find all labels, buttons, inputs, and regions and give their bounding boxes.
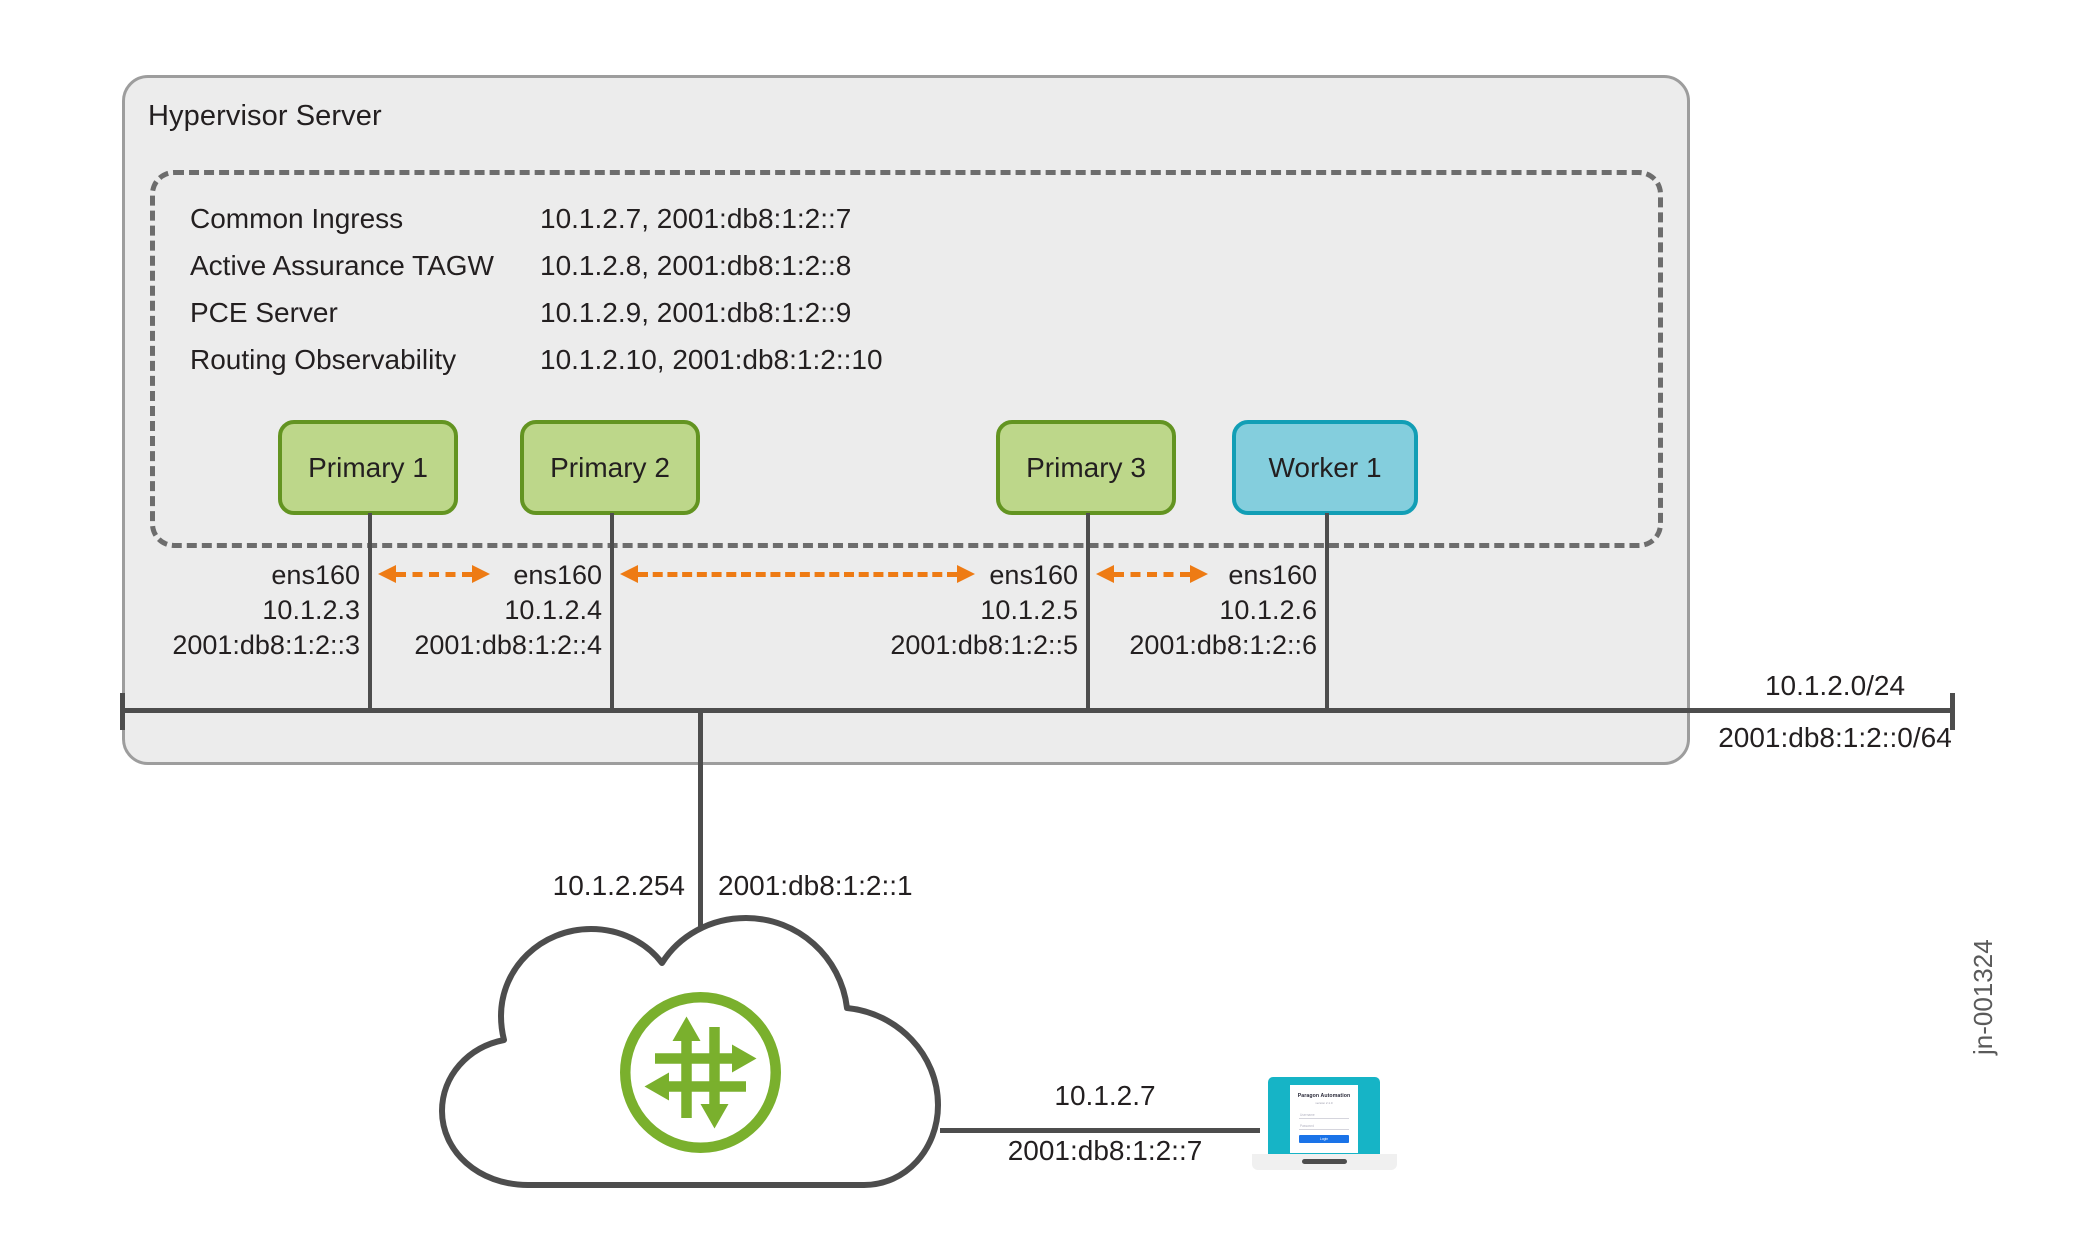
username-field[interactable]: Username [1299,1112,1349,1119]
table-row: Common Ingress 10.1.2.7, 2001:db8:1:2::7 [190,195,883,242]
node-primary-2[interactable]: Primary 2 [520,420,700,515]
interface-name: ens160 [1228,560,1317,590]
stem-primary-1 [368,513,372,710]
service-address: 10.1.2.8, 2001:db8:1:2::8 [540,249,852,281]
interface-primary-3: ens160 10.1.2.5 2001:db8:1:2::5 [746,558,1078,663]
service-name: Active Assurance TAGW [190,249,494,281]
interface-name: ens160 [989,560,1078,590]
service-address: 10.1.2.10, 2001:db8:1:2::10 [540,343,883,375]
figure-id-watermark: jn-001324 [1968,939,1998,1055]
password-field[interactable]: Password [1299,1123,1349,1130]
subnet-ipv4-label: 10.1.2.0/24 [1764,670,1906,701]
node-worker-1[interactable]: Worker 1 [1232,420,1418,515]
interface-ipv6: 2001:db8:1:2::4 [414,630,602,660]
login-screen-subtitle: version 2.1.0 [1315,1101,1333,1105]
interface-ipv6: 2001:db8:1:2::3 [172,630,360,660]
stem-primary-3 [1086,513,1090,710]
service-name: Common Ingress [190,202,404,234]
table-row: Active Assurance TAGW 10.1.2.8, 2001:db8… [190,242,883,289]
network-bus-line [120,708,1955,713]
router-icon [620,992,781,1153]
service-name: PCE Server [190,296,338,328]
node-primary-3[interactable]: Primary 3 [996,420,1176,515]
client-ipv6-label: 2001:db8:1:2::7 [1007,1135,1203,1166]
link-primary2-primary3 [620,562,975,586]
bus-cap-right [1950,693,1955,730]
interface-ipv4: 10.1.2.6 [1219,595,1317,625]
interface-primary-1: ens160 10.1.2.3 2001:db8:1:2::3 [28,558,360,663]
table-row: Routing Observability 10.1.2.10, 2001:db… [190,336,883,383]
arrow-right-icon [1190,565,1208,583]
stem-primary-2 [610,513,614,710]
node-primary-1[interactable]: Primary 1 [278,420,458,515]
arrow-left-icon [620,565,638,583]
interface-name: ens160 [513,560,602,590]
hypervisor-server-title: Hypervisor Server [148,100,382,132]
dashed-shaft [1114,572,1190,577]
cluster-dashed-container [150,170,1663,548]
subnet-ipv6-label: 2001:db8:1:2::0/64 [1718,722,1952,753]
arrow-left-icon [1096,565,1114,583]
arrow-right-icon [472,565,490,583]
laptop-trackpad-notch [1302,1159,1347,1164]
service-address-table: Common Ingress 10.1.2.7, 2001:db8:1:2::7… [190,195,883,383]
login-button[interactable]: Login [1299,1135,1349,1143]
stem-worker-1 [1325,513,1329,710]
dashed-shaft [396,572,472,577]
interface-primary-2: ens160 10.1.2.4 2001:db8:1:2::4 [270,558,602,663]
table-row: PCE Server 10.1.2.9, 2001:db8:1:2::9 [190,289,883,336]
dashed-shaft [638,572,957,577]
interface-ipv4: 10.1.2.3 [262,595,360,625]
client-ipv4-label: 10.1.2.7 [1054,1080,1156,1111]
service-name: Routing Observability [190,343,457,375]
gateway-ipv6-label: 2001:db8:1:2::1 [718,870,913,901]
client-link-line [940,1128,1260,1133]
interface-ipv4: 10.1.2.5 [980,595,1078,625]
service-address: 10.1.2.9, 2001:db8:1:2::9 [540,296,852,328]
link-primary3-worker1 [1096,562,1208,586]
gateway-drop-line [698,708,703,1063]
interface-ipv6: 2001:db8:1:2::5 [890,630,1078,660]
bus-cap-left [120,693,125,730]
gateway-ipv4-label: 10.1.2.254 [552,870,685,901]
interface-ipv6: 2001:db8:1:2::6 [1129,630,1317,660]
link-primary1-primary2 [378,562,490,586]
service-address: 10.1.2.7, 2001:db8:1:2::7 [540,202,852,234]
interface-ipv4: 10.1.2.4 [504,595,602,625]
arrow-left-icon [378,565,396,583]
interface-name: ens160 [271,560,360,590]
login-screen-title: Paragon Automation [1297,1093,1351,1099]
interface-worker-1: ens160 10.1.2.6 2001:db8:1:2::6 [985,558,1317,663]
arrow-right-icon [957,565,975,583]
